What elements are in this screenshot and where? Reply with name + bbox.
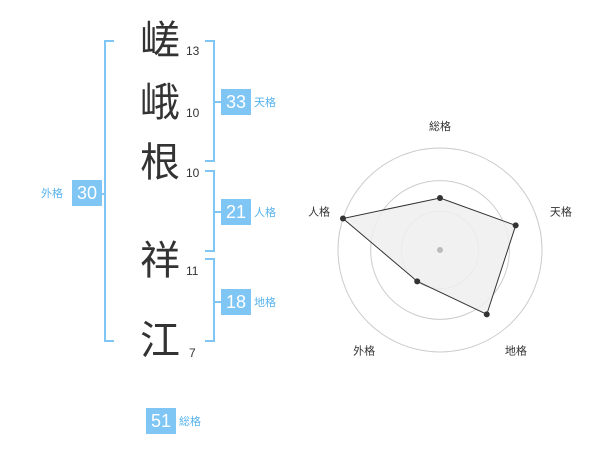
gaikaku-value: 30 (72, 180, 102, 206)
name-char-4: 祥 (140, 238, 180, 284)
chikaku-bracket (205, 258, 215, 342)
radar-ring-2 (370, 180, 510, 320)
jinkaku-bracket (205, 170, 215, 252)
radar-center-dot (437, 247, 443, 253)
gaikaku-bracket (104, 40, 114, 342)
soukaku-value: 51 (146, 408, 176, 434)
name-char-1: 嵯 (140, 18, 180, 64)
chikaku-label: 地格 (254, 296, 276, 309)
stroke-count-3: 10 (186, 166, 200, 180)
gaikaku-label: 外格 (41, 187, 63, 200)
radar-point-3 (483, 311, 490, 318)
chikaku-value: 18 (221, 289, 251, 315)
radar-axis-label-5: 人格 (308, 205, 330, 219)
tenkaku-tick (215, 101, 221, 103)
radar-point-4 (414, 278, 421, 285)
radar-axis-label-2: 天格 (550, 205, 572, 219)
radar-point-1 (437, 194, 443, 201)
jinkaku-label: 人格 (254, 206, 276, 219)
radar-axis-label-3: 地格 (505, 343, 527, 357)
name-char-2: 峨 (140, 80, 180, 126)
radar-axis-label-1: 総格 (429, 119, 451, 133)
stroke-count-2: 10 (186, 106, 200, 120)
chikaku-tick (215, 301, 221, 303)
stroke-count-4: 11 (186, 264, 199, 278)
jinkaku-value: 21 (221, 199, 251, 225)
soukaku-label: 総格 (179, 415, 201, 428)
tenkaku-label: 天格 (254, 96, 276, 109)
name-char-5: 江 (140, 318, 180, 364)
name-char-3: 根 (140, 140, 180, 186)
radar-point-5 (339, 215, 346, 222)
radar-ring-3 (337, 147, 543, 353)
stroke-count-5: 7 (189, 346, 196, 360)
radar-point-2 (512, 222, 519, 229)
stroke-count-1: 13 (186, 44, 200, 58)
radar-axis-label-4: 外格 (353, 343, 375, 357)
gaikaku-tick (98, 193, 106, 195)
jinkaku-tick (215, 211, 221, 213)
radar-polygon (341, 197, 517, 316)
tenkaku-value: 33 (221, 89, 251, 115)
tenkaku-bracket (205, 40, 215, 162)
